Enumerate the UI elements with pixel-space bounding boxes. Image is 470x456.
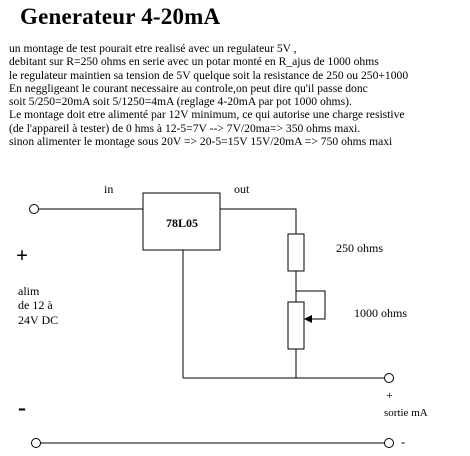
description-line: Le montage doit etre alimenté par 12V mi… [9,108,405,122]
terminal-output-minus [384,438,394,448]
terminal-supply-minus [31,438,41,448]
supply-label-line1: alim [18,284,40,298]
wiper-arrow [304,315,312,323]
description-line: un montage de test pourait etre realisé … [9,42,297,55]
description-line: debitant sur R=250 ohms en serie avec un… [9,55,379,69]
description-text: un montage de test pourait etre realisé … [9,42,408,148]
description-line: En neggligeant le courant necessaire au … [9,81,368,95]
terminal-output-plus [384,373,394,383]
wire-output [220,208,297,234]
terminal-supply-plus [29,204,39,214]
potentiometer [287,301,305,350]
description-line: sinon alimenter le montage sous 20V => 2… [9,135,393,149]
supply-label-line2: de 12 à [18,298,53,312]
label-out: out [234,182,250,196]
supply-minus-sign: - [18,395,26,421]
output-plus-sign: + [386,388,393,402]
description-line: soit 5/250=20mA soit 5/1250=4mA (reglage… [9,95,352,109]
supply-label-line3: 24V DC [18,313,58,327]
potentiometer-label: 1000 ohms [354,306,407,320]
page-title: Generateur 4-20mA [20,4,221,29]
regulator-label: 78L05 [166,216,198,230]
wire-pot-wiper [296,290,326,320]
label-in: in [104,182,113,196]
output-minus-sign: - [401,434,405,449]
description-line: (de l'appareil à tester) de 0 hms à 12-5… [9,121,361,135]
resistor-label: 250 ohms [336,241,383,255]
description-line: le regulateur maintien sa tension de 5V … [9,68,409,82]
regulator-box [142,192,221,251]
resistor-250 [287,233,305,272]
supply-plus-sign: + [16,243,28,267]
output-label: sortie mA [384,407,428,419]
